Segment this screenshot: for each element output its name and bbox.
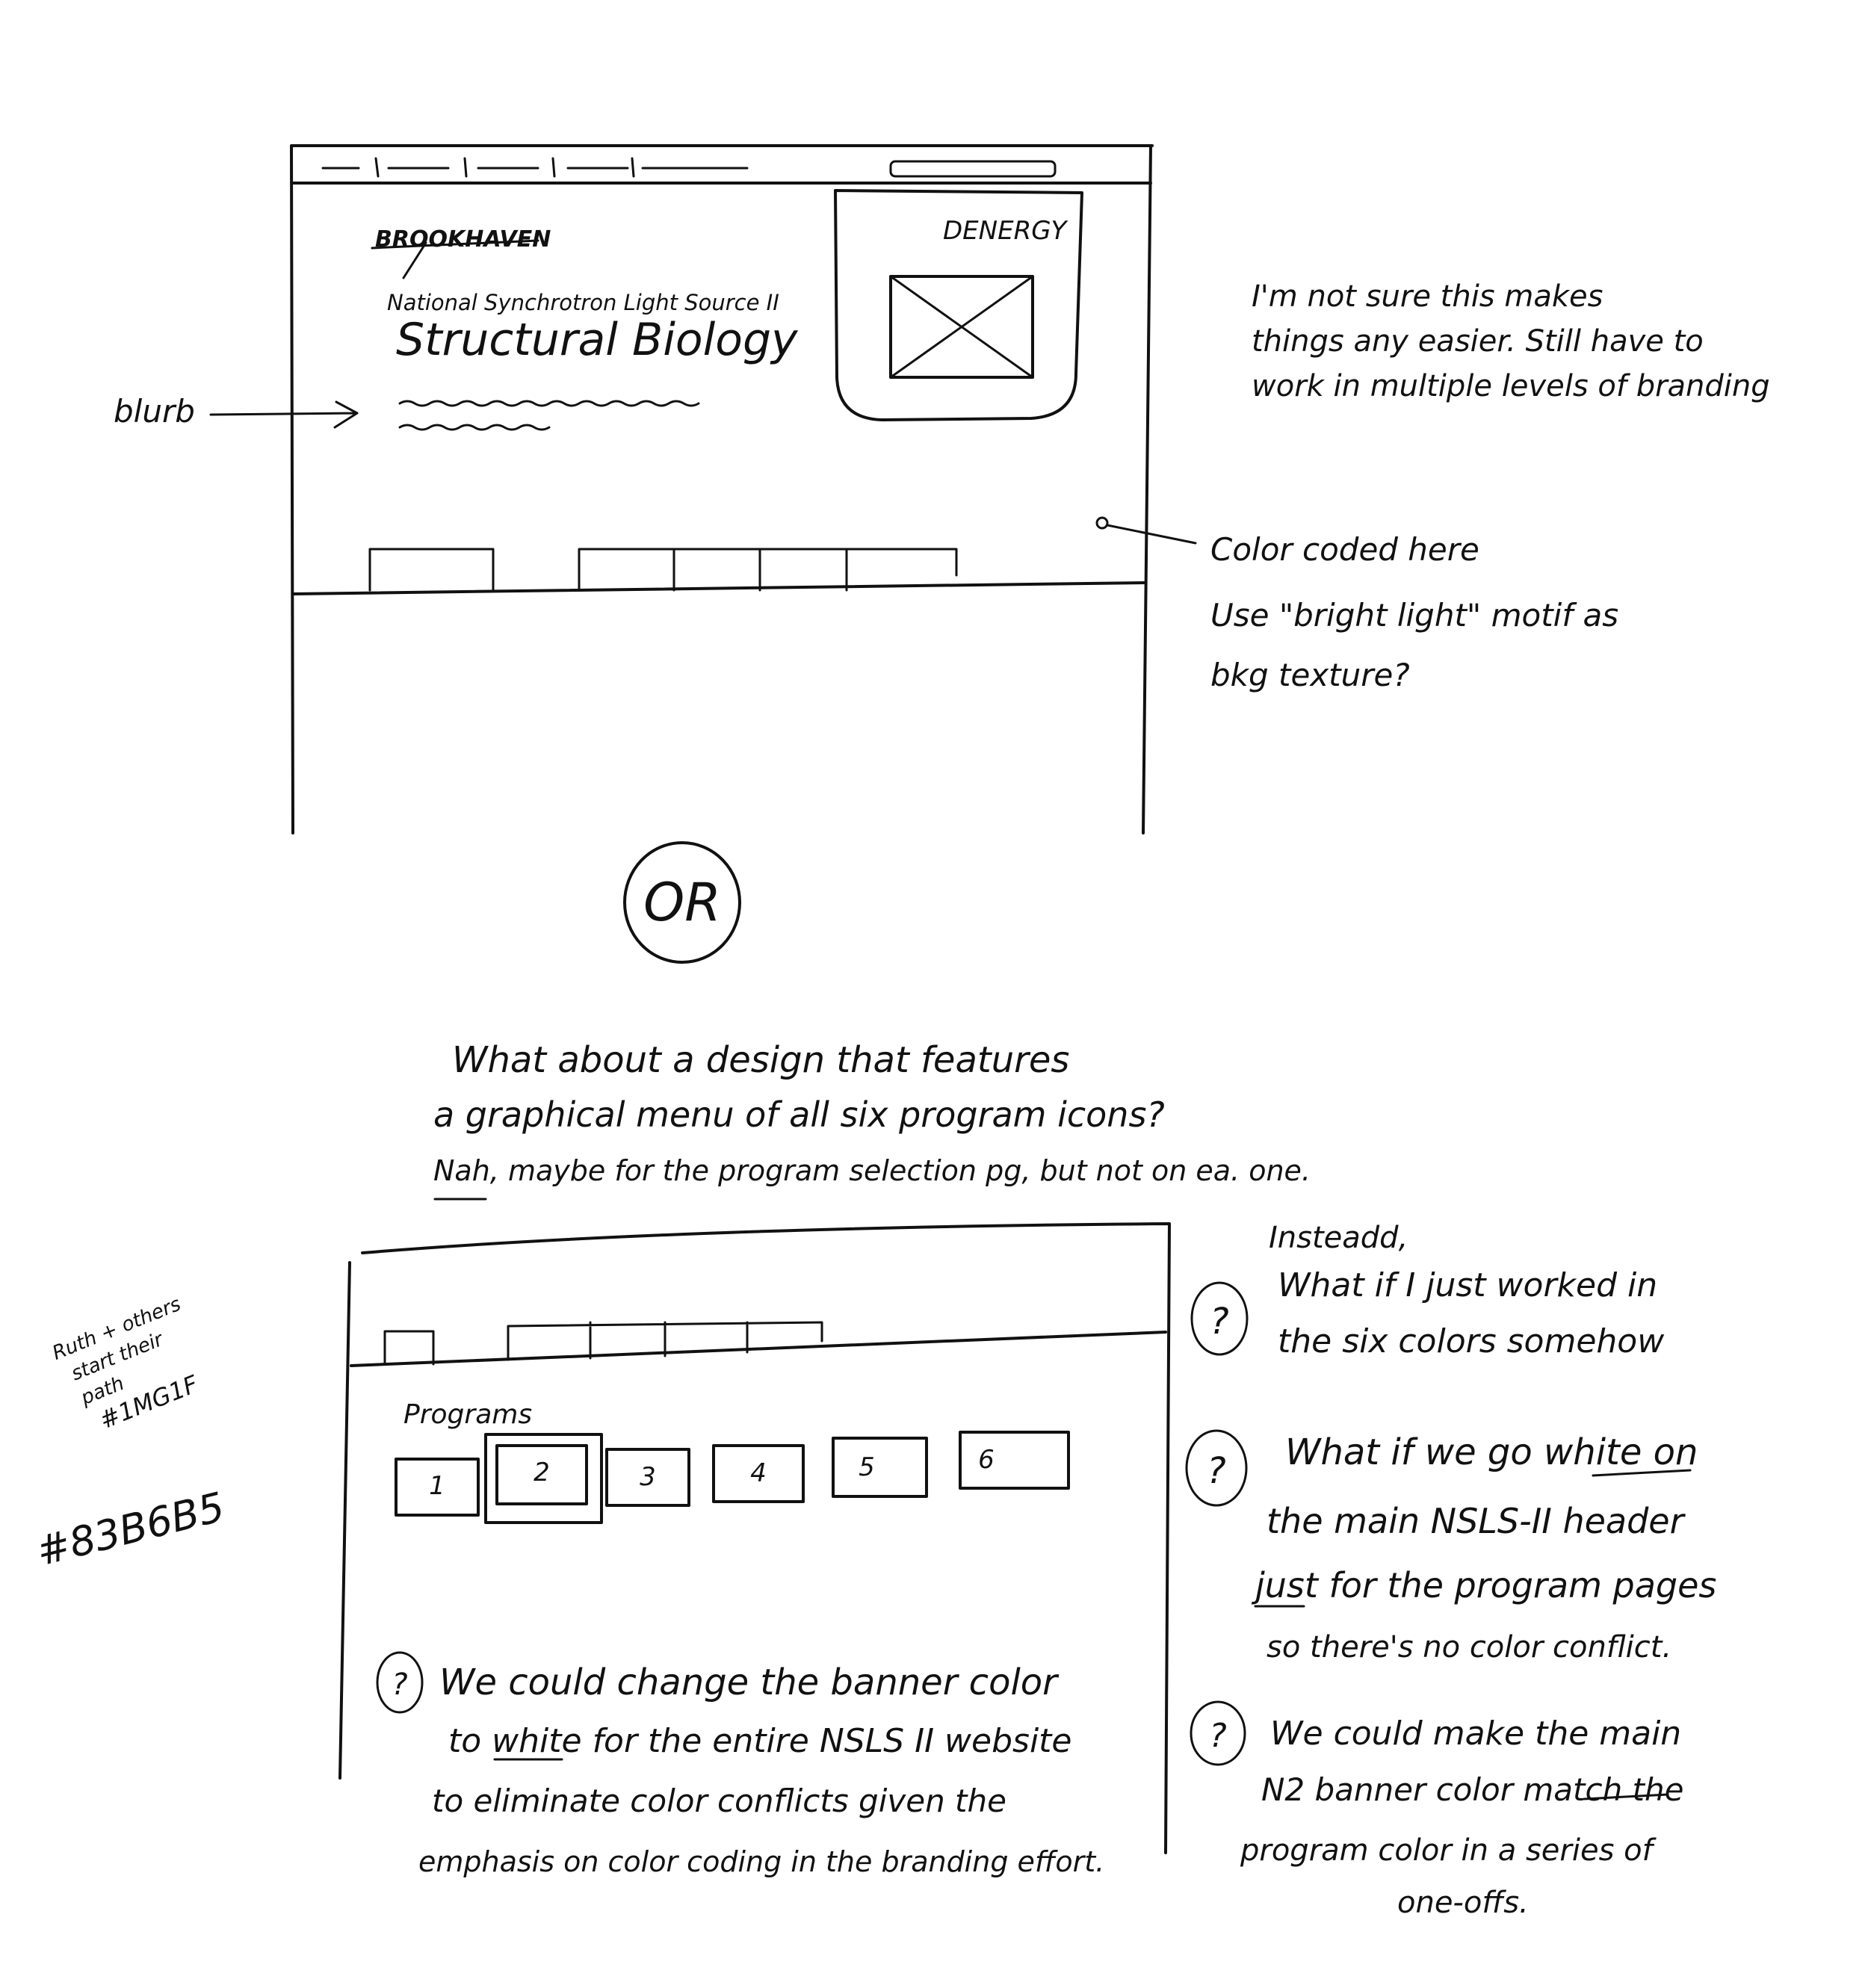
program-tile-4: 4 bbox=[714, 1446, 803, 1502]
or-marker: OR bbox=[625, 843, 740, 962]
svg-text:?: ? bbox=[1210, 1301, 1228, 1343]
energy-label: DENERGY bbox=[943, 216, 1068, 246]
color-coded-marker bbox=[1097, 518, 1107, 528]
svg-text:5: 5 bbox=[859, 1452, 875, 1482]
question-4: ? We could change the banner color to wh… bbox=[377, 1653, 1104, 1878]
notes-a: I'm not sure this makes things any easie… bbox=[1210, 279, 1770, 693]
note-1-line-2: things any easier. Still have to bbox=[1252, 324, 1704, 359]
image-placeholder-icon bbox=[891, 276, 1033, 377]
color-coded-leader bbox=[1107, 525, 1196, 543]
svg-text:?: ? bbox=[1207, 1450, 1225, 1492]
subtitle-text: National Synchrotron Light Source II bbox=[387, 290, 779, 315]
wireframe-a-divider bbox=[293, 583, 1145, 594]
svg-text:1: 1 bbox=[429, 1471, 445, 1501]
middle-text-line-2: a graphical menu of all six program icon… bbox=[433, 1094, 1165, 1135]
svg-text:?: ? bbox=[392, 1667, 407, 1702]
question-3-line-3: program color in a series of bbox=[1240, 1833, 1657, 1868]
color-code-label: #83B6B5 bbox=[31, 1483, 229, 1575]
program-tile-6: 6 bbox=[960, 1432, 1068, 1488]
svg-text:2: 2 bbox=[534, 1458, 550, 1487]
middle-text: What about a design that features a grap… bbox=[433, 1039, 1311, 1199]
note-1-line-1: I'm not sure this makes bbox=[1252, 279, 1603, 314]
middle-text-line-3: Nah, maybe for the program selection pg,… bbox=[433, 1154, 1311, 1187]
note-1-line-3: work in multiple levels of branding bbox=[1252, 369, 1770, 403]
svg-text:4: 4 bbox=[750, 1458, 767, 1488]
or-label: OR bbox=[643, 872, 721, 933]
wireframe-a-tabs bbox=[370, 549, 956, 590]
question-4-line-4: emphasis on color coding in the branding… bbox=[418, 1845, 1104, 1878]
title-text: Structural Biology bbox=[396, 314, 799, 366]
program-tile-3: 3 bbox=[607, 1449, 689, 1505]
question-1-line-1: Insteadd, bbox=[1269, 1221, 1408, 1255]
question-2-line-1: What if we go white on bbox=[1285, 1431, 1698, 1473]
programs-label: Programs bbox=[403, 1399, 532, 1430]
blurb-arrow bbox=[211, 402, 357, 427]
wireframe-a-nav-links bbox=[323, 158, 747, 176]
note-2-line-3: bkg texture? bbox=[1210, 657, 1410, 693]
program-tile-5: 5 bbox=[833, 1438, 927, 1496]
program-tile-1: 1 bbox=[396, 1459, 478, 1515]
wireframe-b-divider bbox=[351, 1332, 1166, 1366]
question-4-line-2: to white for the entire NSLS II website bbox=[448, 1722, 1072, 1760]
question-3-line-4: one-offs. bbox=[1397, 1886, 1529, 1920]
question-1: ? Insteadd, What if I just worked in the… bbox=[1192, 1221, 1665, 1360]
note-2-line-2: Use "bright light" motif as bbox=[1210, 597, 1618, 634]
question-2: ? What if we go white on the main NSLS-I… bbox=[1187, 1431, 1716, 1665]
middle-text-line-1: What about a design that features bbox=[452, 1039, 1069, 1081]
side-notes: Ruth + others start their path #1MG1F #8… bbox=[31, 1293, 229, 1576]
question-1-line-3: the six colors somehow bbox=[1278, 1322, 1665, 1360]
question-3-line-1: We could make the main bbox=[1270, 1715, 1681, 1753]
svg-text:?: ? bbox=[1209, 1717, 1226, 1755]
svg-text:6: 6 bbox=[978, 1445, 995, 1475]
question-2-line-4: so there's no color conflict. bbox=[1267, 1630, 1671, 1665]
question-1-line-2: What if I just worked in bbox=[1278, 1266, 1657, 1304]
svg-text:3: 3 bbox=[640, 1462, 656, 1492]
question-4-line-1: We could change the banner color bbox=[439, 1662, 1060, 1703]
question-3-line-2: N2 banner color match the bbox=[1261, 1771, 1683, 1808]
note-2-line-1: Color coded here bbox=[1210, 531, 1479, 568]
question-2-line-3: just for the program pages bbox=[1251, 1565, 1716, 1605]
wireframe-b-tabs bbox=[385, 1322, 822, 1364]
blurb-scribble bbox=[400, 401, 699, 430]
brand-label: BROOKHAVEN bbox=[375, 226, 551, 253]
question-3: ? We could make the main N2 banner color… bbox=[1191, 1702, 1683, 1920]
question-4-line-3: to eliminate color conflicts given the bbox=[432, 1783, 1006, 1819]
question-2-line-2: the main NSLS-II header bbox=[1267, 1501, 1686, 1541]
blurb-label: blurb bbox=[114, 393, 195, 430]
program-tile-2: 2 bbox=[486, 1434, 601, 1523]
wireframe-a-search-box bbox=[891, 161, 1055, 176]
wireframe-a: BROOKHAVEN National Synchrotron Light So… bbox=[114, 146, 1196, 833]
